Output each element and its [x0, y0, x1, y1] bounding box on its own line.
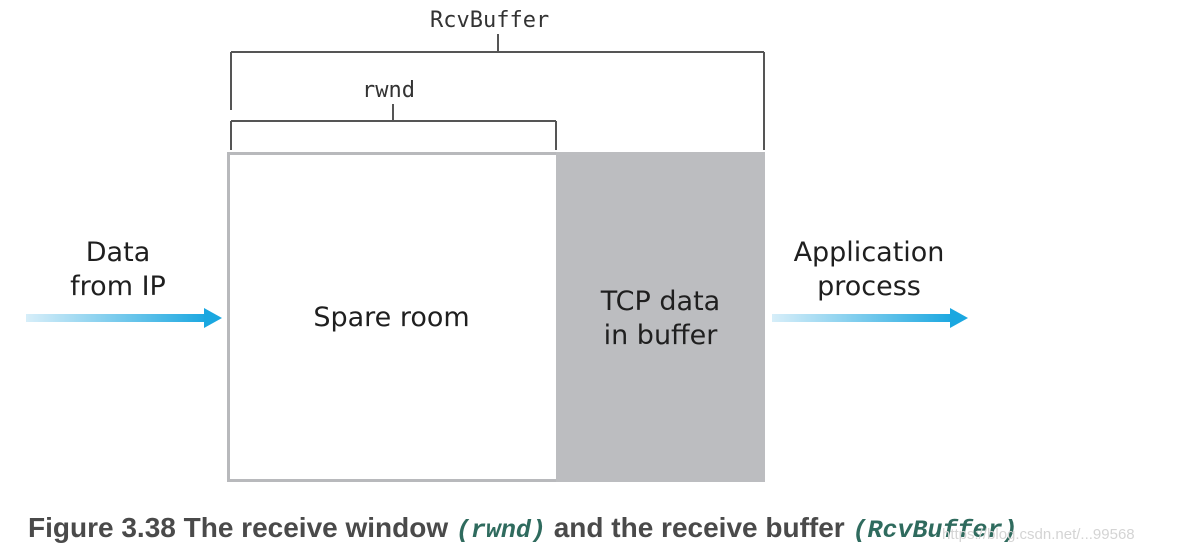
input-arrow — [26, 308, 222, 328]
rwnd-bracket — [230, 104, 557, 150]
input-label-line2: from IP — [70, 271, 166, 302]
tcp-data-line2: in buffer — [603, 320, 718, 351]
caption-code-rwnd: (rwnd) — [455, 516, 546, 545]
input-label: Data from IP — [40, 236, 196, 304]
rwnd-label: rwnd — [362, 78, 415, 103]
tcp-data-block — [556, 152, 765, 482]
caption-code-rcvbuffer: (RcvBuffer) — [852, 516, 1018, 545]
caption-prefix: Figure 3.38 The receive window — [28, 512, 456, 543]
output-label: Application process — [780, 236, 958, 304]
rcvbuffer-bracket — [230, 34, 765, 150]
spare-room-label: Spare room — [313, 302, 470, 333]
spare-room-block — [227, 152, 556, 482]
watermark: https://blog.csdn.net/...99568 — [942, 526, 1135, 543]
output-arrow — [772, 308, 968, 328]
output-label-line1: Application — [793, 237, 945, 268]
tcp-data-label: TCP data in buffer — [556, 285, 765, 353]
rcvbuffer-label: RcvBuffer — [430, 8, 550, 33]
figure-caption: Figure 3.38 The receive window (rwnd) an… — [28, 512, 1018, 545]
output-label-line2: process — [817, 271, 921, 302]
caption-middle: and the receive buffer — [545, 512, 853, 543]
tcp-data-line1: TCP data — [600, 286, 721, 317]
input-label-line1: Data — [85, 237, 151, 268]
